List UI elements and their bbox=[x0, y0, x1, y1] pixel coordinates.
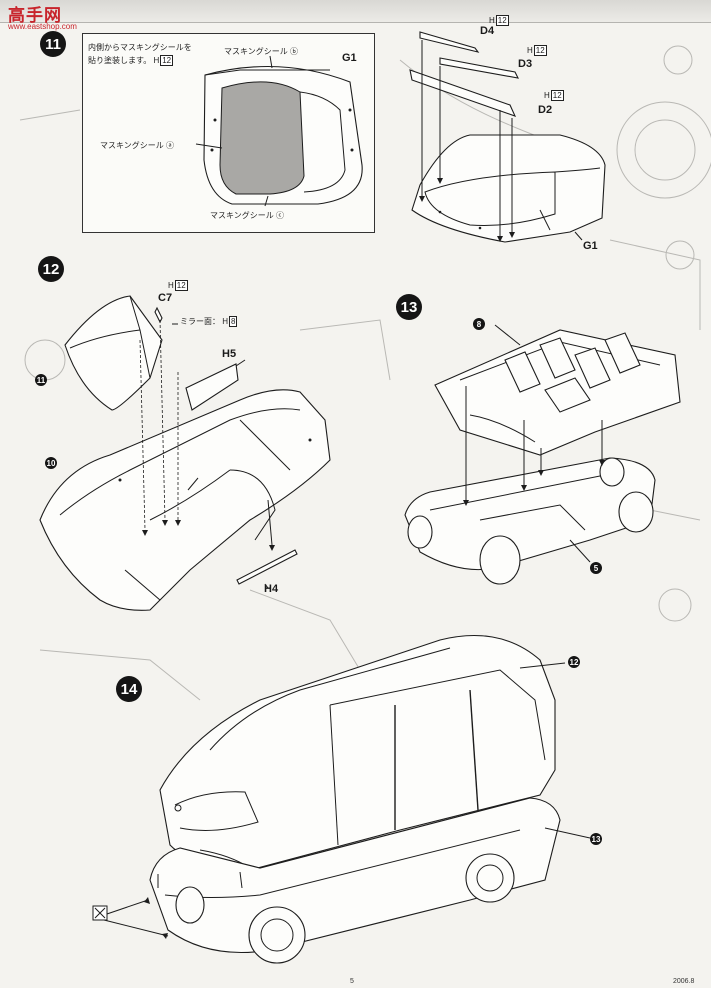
part-g1-inset-label: G1 bbox=[342, 52, 357, 64]
part-c7-paint-num: 12 bbox=[174, 280, 188, 291]
mirror-paint-h: H bbox=[222, 317, 229, 326]
part-c7-label: C7 bbox=[158, 292, 173, 304]
part-d2-paint-num: 12 bbox=[550, 90, 564, 101]
logo-text: 高手网 bbox=[8, 6, 62, 25]
print-code: 2006.8 bbox=[673, 978, 695, 985]
masking-seal-b-label: マスキングシール ⓑ bbox=[224, 47, 298, 56]
masking-seal-c-label: マスキングシール ⓒ bbox=[210, 211, 284, 220]
masking-note-paint-h: H bbox=[153, 56, 160, 65]
masking-note-line1: 内側からマスキングシールを bbox=[88, 43, 192, 52]
part-c7-paint-h: H bbox=[168, 281, 174, 290]
part-d2-paint-h: H bbox=[544, 91, 550, 100]
mirror-note-text: ミラー面： bbox=[180, 317, 220, 326]
part-ref-5: 5 bbox=[590, 562, 602, 574]
part-d4-label: D4 bbox=[480, 25, 495, 37]
part-ref-8: 8 bbox=[473, 318, 485, 330]
logo-url: www.eastshop.com bbox=[8, 22, 77, 31]
part-d4-paint-num: 12 bbox=[495, 15, 509, 26]
part-h5-label: H5 bbox=[222, 348, 237, 360]
part-g1-label: G1 bbox=[583, 240, 598, 252]
part-ref-12: 12 bbox=[568, 656, 580, 668]
masking-note-text: 貼り塗装します。 bbox=[88, 56, 152, 65]
header-bar bbox=[0, 0, 711, 23]
part-ref-11: 11 bbox=[35, 374, 47, 386]
part-ref-10: 10 bbox=[45, 457, 57, 469]
step-13-badge: 13 bbox=[396, 294, 422, 320]
masking-seal-a-label: マスキングシール ⓐ bbox=[100, 141, 174, 150]
part-d2-label: D2 bbox=[538, 104, 553, 116]
part-d4-paint-h: H bbox=[489, 16, 495, 25]
step-14-badge: 14 bbox=[116, 676, 142, 702]
part-d3-label: D3 bbox=[518, 58, 533, 70]
site-logo: 高手网 www.eastshop.com bbox=[4, 1, 104, 31]
masking-note-paint-num: 12 bbox=[160, 55, 174, 66]
page-number: 5 bbox=[350, 978, 354, 985]
part-ref-13: 13 bbox=[590, 833, 602, 845]
part-d3-paint-h: H bbox=[527, 46, 533, 55]
part-h4-label: H4 bbox=[264, 583, 279, 595]
step-12-badge: 12 bbox=[38, 256, 64, 282]
part-d3-paint-num: 12 bbox=[533, 45, 547, 56]
step-11-badge: 11 bbox=[40, 31, 66, 57]
mirror-paint-num: 8 bbox=[229, 316, 238, 327]
